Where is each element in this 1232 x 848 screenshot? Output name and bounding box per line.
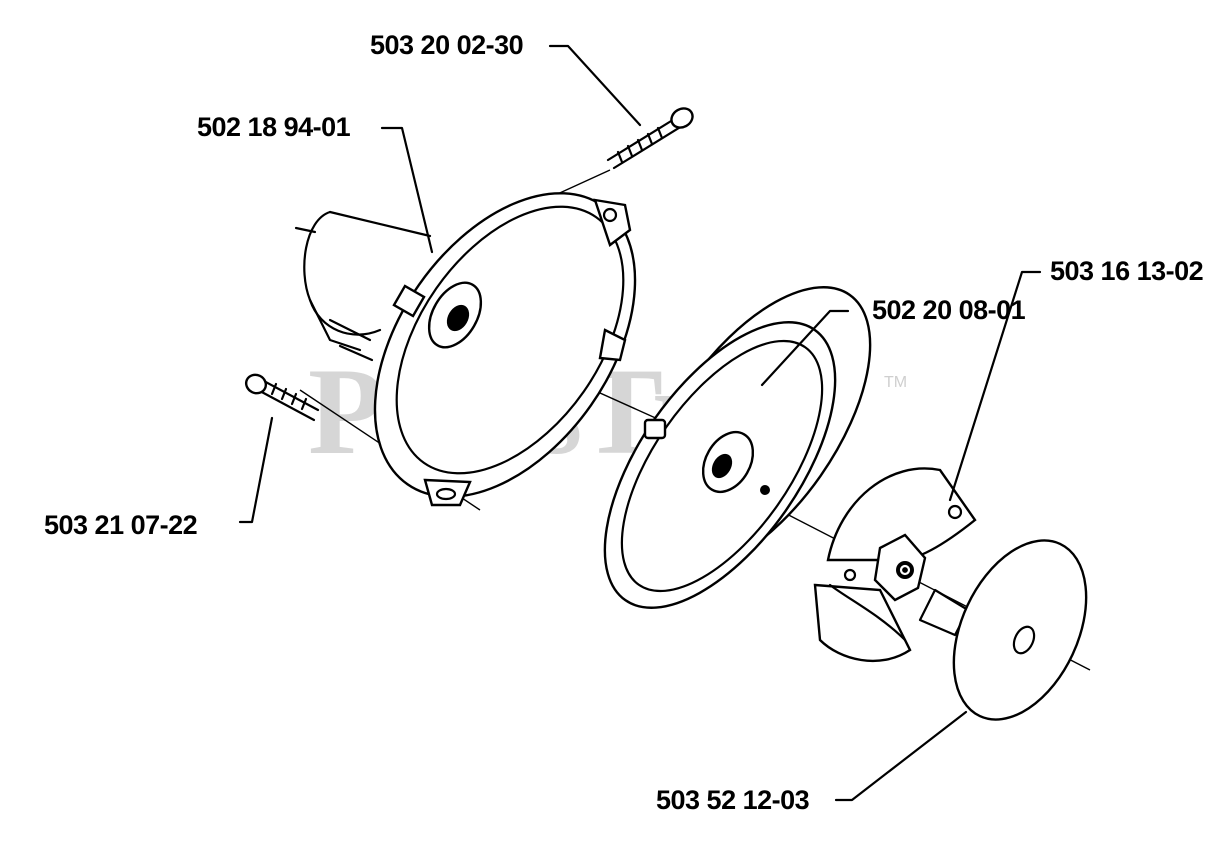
watermark-trademark: TM	[884, 374, 908, 391]
part-number-clutch-assembly[interactable]: 503 16 13-02	[1050, 256, 1204, 286]
part-number-clutch-housing[interactable]: 502 18 94-01	[197, 112, 351, 142]
clutch-housing-shape	[294, 192, 637, 507]
part-number-screw-bottom[interactable]: 503 21 07-22	[44, 510, 198, 540]
part-number-clutch-drum[interactable]: 502 20 08-01	[872, 295, 1026, 325]
part-number-screw-top[interactable]: 503 20 02-30	[370, 30, 524, 60]
top-screw	[606, 107, 694, 170]
clutch-assembly-shape	[813, 467, 977, 663]
lower-screw	[244, 373, 320, 422]
clutch-drum-shape	[603, 286, 872, 609]
part-number-washer[interactable]: 503 52 12-03	[656, 785, 810, 815]
washer-shape	[952, 539, 1088, 721]
leader-lines	[238, 44, 1042, 802]
